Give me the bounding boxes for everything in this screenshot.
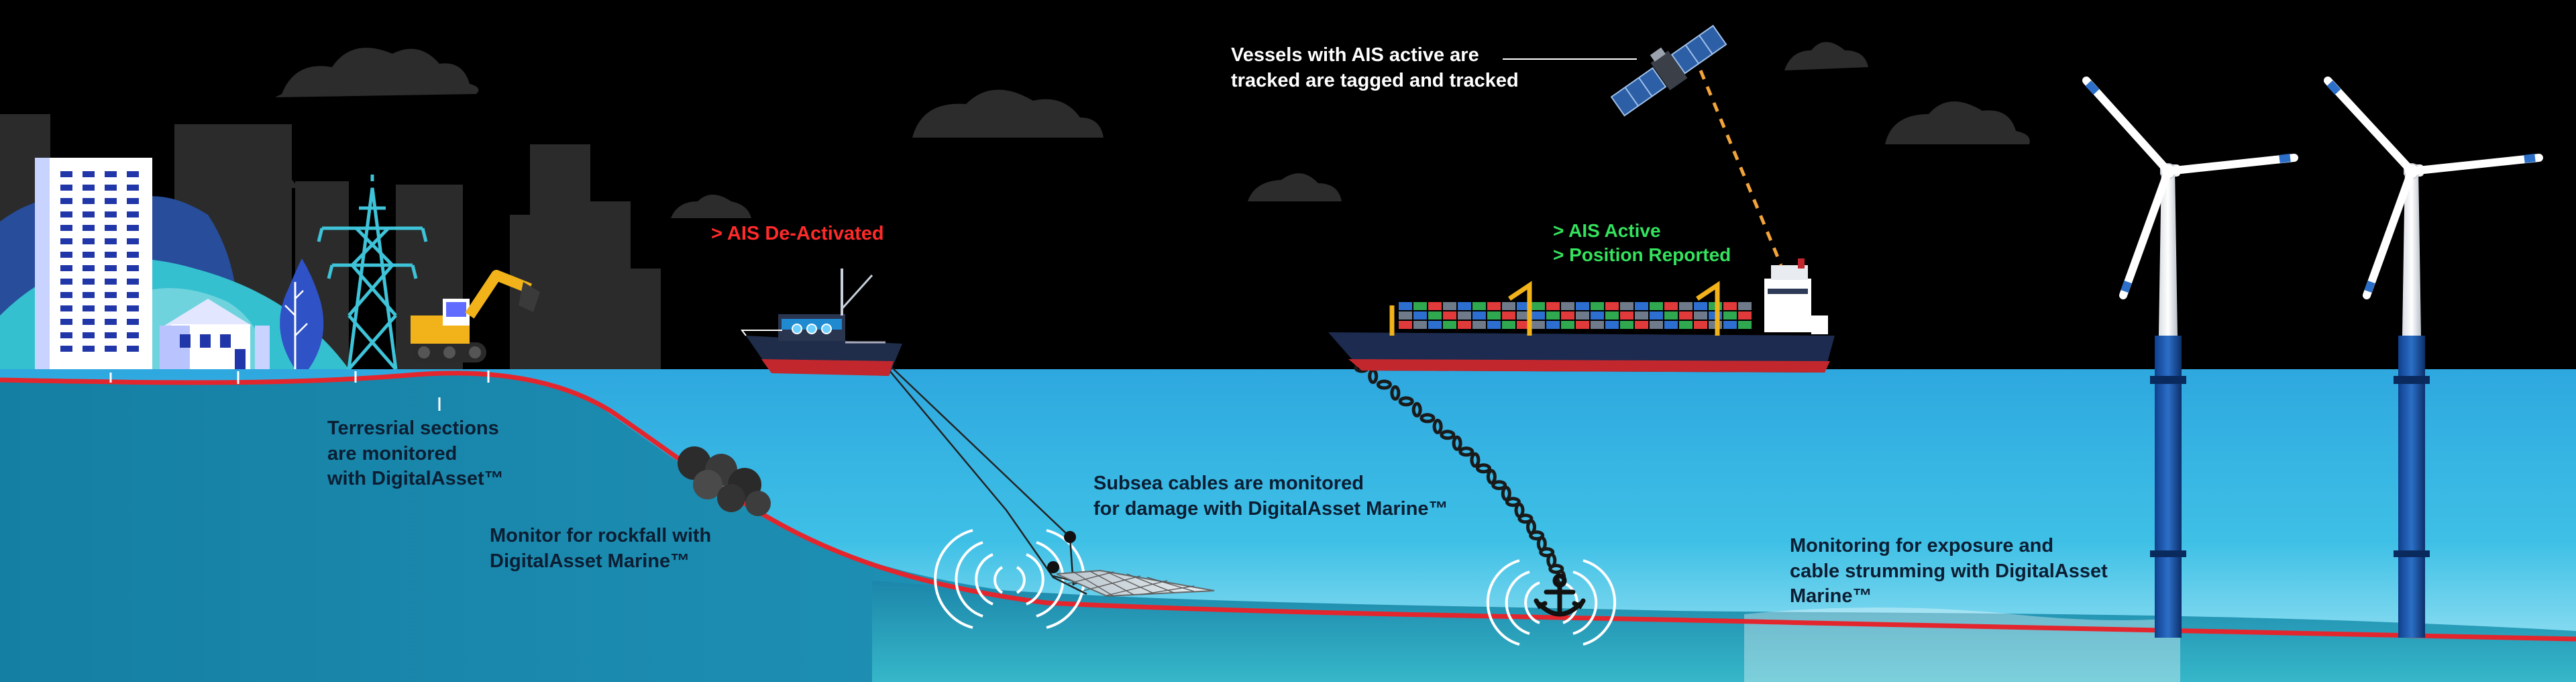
wind-turbine-icon: [2082, 77, 2298, 638]
strumming-line-1: Monitoring for exposure and: [1790, 535, 2054, 556]
ais-tracking-line-1: Vessels with AIS active are: [1231, 44, 1479, 66]
seabed: [872, 581, 2576, 682]
strumming-line-2: cable strumming with DigitalAsset: [1790, 560, 2108, 582]
terrestrial-line-2: are monitored: [327, 442, 458, 465]
anchor-chain: [1354, 362, 1566, 585]
strumming-label: Monitoring for exposure and cable strumm…: [1790, 534, 2108, 610]
ais-deactivated-label: > AIS De-Activated: [711, 223, 884, 244]
power-cable: [0, 371, 2576, 642]
subsea-damage-line-1: Subsea cables are monitored: [1093, 473, 1364, 494]
satellite-icon: [1610, 24, 1727, 117]
terrestrial-line-3: with DigitalAsset™: [327, 468, 504, 490]
house-icon: [160, 299, 270, 369]
ais-status-label: > AIS Active > Position Reported: [1553, 219, 1731, 268]
excavator-icon: [411, 270, 540, 362]
apartment-building-icon: [35, 158, 152, 369]
clouds: [215, 42, 2030, 218]
terrestrial-label: Terresrial sections are monitored with D…: [327, 416, 504, 492]
rockfall-line-2: DigitalAsset Marine™: [490, 550, 690, 572]
tree-icon: [280, 258, 324, 369]
satellite-link: [1699, 70, 1783, 266]
rockfall-line-1: Monitor for rockfall with: [490, 525, 712, 546]
anchor-icon: [1534, 573, 1586, 617]
sonar-icon: [1486, 559, 1617, 646]
position-reported-text: > Position Reported: [1553, 244, 1731, 266]
wind-turbine-icon: [2324, 77, 2543, 638]
strumming-line-3: Marine™: [1790, 585, 1872, 607]
skyline: [0, 114, 661, 369]
subsea-damage-label: Subsea cables are monitored for damage w…: [1093, 471, 1448, 522]
pylon-icon: [317, 175, 428, 371]
rockfall-icon: [678, 446, 771, 516]
ais-active-text: > AIS Active: [1553, 220, 1661, 241]
ais-tracking-label: Vessels with AIS active are tracked are …: [1231, 43, 1519, 93]
ais-tracking-line-2: tracked are tagged and tracked: [1231, 69, 1519, 91]
terrestrial-line-1: Terresrial sections: [327, 418, 499, 439]
shore-slope: [0, 374, 1006, 682]
rockfall-label: Monitor for rockfall with DigitalAsset M…: [490, 524, 711, 574]
container-ship-icon: [1328, 258, 1835, 373]
fishing-boat-icon: [741, 269, 902, 376]
fishing-net-icon: [885, 365, 1215, 597]
subsea-damage-line-2: for damage with DigitalAsset Marine™: [1093, 497, 1448, 520]
